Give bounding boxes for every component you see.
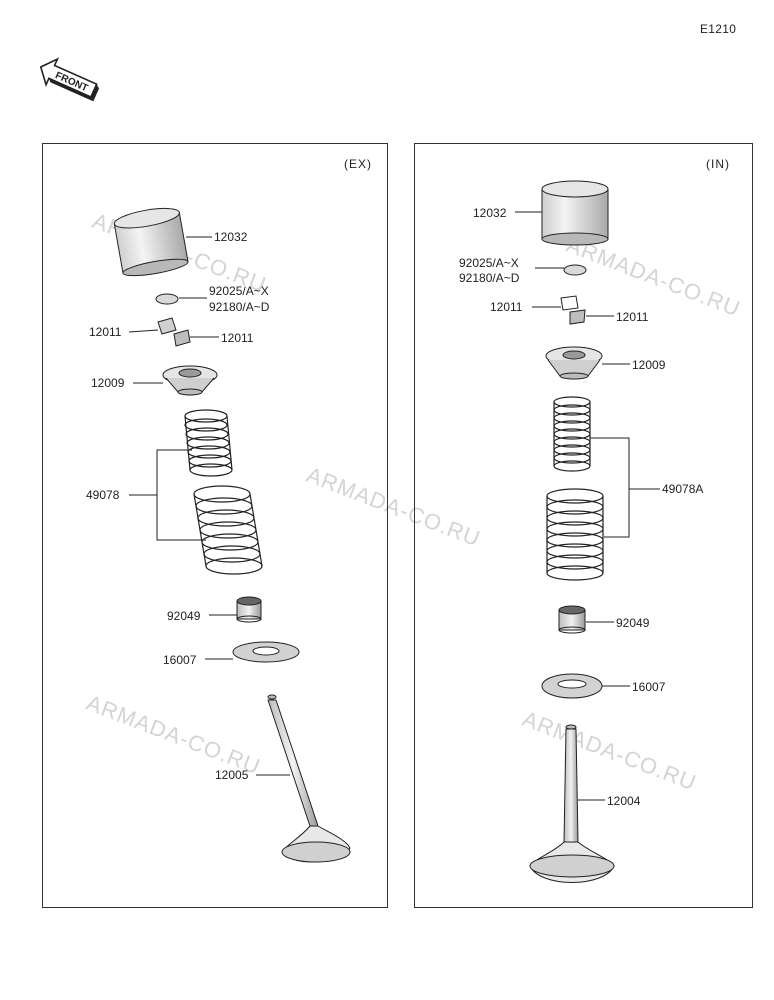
ex-shim-alt-label: 92180/A~D [209, 300, 270, 314]
ex-tappet-label: 12032 [214, 230, 248, 244]
ex-valve-label: 12005 [215, 768, 249, 782]
ex-outer-spring [193, 485, 263, 575]
diagram-code: E1210 [700, 22, 737, 36]
ex-retainer [162, 365, 218, 396]
in-tappet-label: 12032 [473, 206, 507, 220]
ex-keeper-right-label: 12011 [221, 331, 254, 345]
in-tappet [541, 180, 609, 246]
in-retainer [545, 346, 603, 380]
in-keeper-right [569, 309, 586, 325]
in-stem-seal [558, 605, 586, 634]
in-keeper-right-label: 12011 [616, 310, 649, 324]
in-keeper-left-label: 12011 [490, 300, 523, 314]
ex-stem-seal-label: 92049 [167, 609, 201, 623]
ex-keeper-left-label: 12011 [89, 325, 122, 339]
in-inner-spring [553, 396, 591, 472]
ex-spring-set-label: 49078 [86, 488, 120, 502]
intake-panel-tag: (IN) [706, 157, 730, 171]
in-spring-seat [541, 673, 603, 699]
intake-panel [414, 143, 753, 908]
in-shim [563, 264, 587, 276]
in-valve [529, 724, 615, 883]
ex-spring-seat [232, 641, 300, 663]
in-retainer-label: 12009 [632, 358, 666, 372]
in-stem-seal-label: 92049 [616, 616, 650, 630]
in-spring-set-label: 49078A [662, 482, 704, 496]
in-valve-label: 12004 [607, 794, 641, 808]
ex-shim-label: 92025/A~X [209, 284, 269, 298]
ex-inner-spring [184, 409, 233, 477]
ex-shim [155, 293, 179, 305]
ex-tappet [113, 207, 189, 277]
front-arrow-icon: FRONT [39, 57, 100, 102]
exhaust-panel [42, 143, 388, 908]
in-shim-alt-label: 92180/A~D [459, 271, 520, 285]
ex-keeper-right [173, 329, 191, 347]
ex-keeper-left [157, 317, 177, 335]
ex-stem-seal [236, 596, 262, 623]
in-shim-label: 92025/A~X [459, 256, 519, 270]
ex-spring-seat-label: 16007 [163, 653, 197, 667]
ex-retainer-label: 12009 [91, 376, 125, 390]
exhaust-panel-tag: (EX) [344, 157, 372, 171]
in-outer-spring [546, 488, 604, 581]
ex-valve [267, 694, 351, 863]
in-spring-seat-label: 16007 [632, 680, 666, 694]
in-keeper-left [560, 295, 579, 311]
